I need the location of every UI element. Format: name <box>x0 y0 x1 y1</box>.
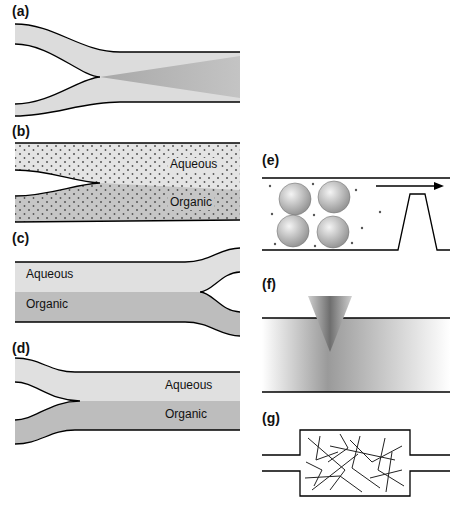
phase-label: Organic <box>163 408 209 422</box>
panel-letter: (b) <box>12 123 30 139</box>
bead-bed-channel <box>262 178 450 250</box>
fibre-chamber-part <box>370 470 402 478</box>
phase-label: Aqueous <box>24 268 75 282</box>
contact-channel-part <box>15 401 240 444</box>
contact-channel-part <box>15 430 240 444</box>
extraction-channel-part <box>15 220 240 222</box>
beam-channel <box>262 296 450 392</box>
bead-bed-channel-part <box>313 214 315 216</box>
contact-channel <box>15 358 240 444</box>
beam-channel-part <box>262 317 450 318</box>
y-junction-channel-part <box>100 56 240 98</box>
bead-bed-channel-part <box>269 183 381 247</box>
y-junction-channel-part <box>15 24 240 52</box>
beam-channel-part <box>262 318 450 392</box>
beam-channel-part <box>308 296 352 352</box>
panel-letter: (e) <box>262 152 279 168</box>
panel-letter: (g) <box>262 410 280 426</box>
contact-channel-part <box>15 382 80 420</box>
beam-channel-part <box>262 391 450 392</box>
fibre-chamber-part <box>308 438 345 490</box>
panel-letter: (f) <box>262 276 276 292</box>
phase-label: Aqueous <box>168 158 219 172</box>
bead-bed-channel-part <box>376 185 436 186</box>
extraction-channel-part <box>15 142 240 143</box>
bead-bed-channel-part <box>318 181 350 213</box>
panel-letter: (a) <box>12 3 29 19</box>
bead-bed-channel-part <box>277 215 309 247</box>
extraction-channel-part <box>15 170 100 196</box>
bead-bed-channel-part <box>312 183 314 185</box>
fibre-chamber-part <box>386 452 392 492</box>
contact-channel-part <box>15 358 240 372</box>
extraction-channel-part <box>15 143 240 222</box>
fibre-chamber-part <box>312 454 358 490</box>
separation-channel-part <box>15 322 240 336</box>
panel-letter: (c) <box>12 230 29 246</box>
fibre-chamber-part <box>316 436 338 460</box>
bead-bed-channel-part <box>269 185 271 187</box>
y-junction-channel-part <box>15 102 240 116</box>
extraction-channel-part <box>15 170 100 196</box>
separation-channel-part <box>15 292 240 336</box>
separation-channel-part <box>15 248 240 262</box>
fibre-chamber-part <box>330 446 395 460</box>
contact-channel-part <box>15 358 240 401</box>
y-junction-channel-part <box>15 44 100 104</box>
phase-label: Aqueous <box>163 379 214 393</box>
extraction-channel <box>15 143 240 222</box>
fibre-chamber-part <box>305 434 404 492</box>
fibre-chamber-part <box>328 434 348 462</box>
fibre-chamber-part <box>262 471 450 496</box>
bead-bed-channel-part <box>262 177 450 178</box>
panel-letter: (d) <box>12 340 30 356</box>
y-junction-channel <box>15 24 240 116</box>
bead-bed-channel-part <box>355 189 357 191</box>
fibre-chamber-part <box>352 436 380 488</box>
separation-channel <box>15 248 240 336</box>
bead-bed-channel-part <box>271 213 273 215</box>
extraction-channel-part <box>15 143 240 222</box>
y-junction-channel-part <box>15 44 100 104</box>
bead-bed-channel-part <box>314 245 316 247</box>
y-junction-channel-part <box>15 24 240 116</box>
bead-bed-channel-part <box>274 243 276 245</box>
bead-bed-channel-part <box>361 227 363 229</box>
bead-bed-channel-part <box>317 216 349 248</box>
fibre-chamber-part <box>306 462 322 486</box>
fibre-chamber <box>262 430 450 496</box>
phase-label: Organic <box>168 196 214 210</box>
bead-bed-channel-part <box>351 242 353 244</box>
fibre-chamber-part <box>305 476 362 492</box>
phase-label: Organic <box>24 298 70 312</box>
separation-channel-part <box>15 248 240 292</box>
bead-bed-channel-part <box>379 211 381 213</box>
bead-bed-channel-part <box>279 183 311 215</box>
bead-bed-channel-part <box>434 182 444 190</box>
separation-channel-part <box>200 272 240 312</box>
bead-bed-channel-part <box>262 194 450 250</box>
